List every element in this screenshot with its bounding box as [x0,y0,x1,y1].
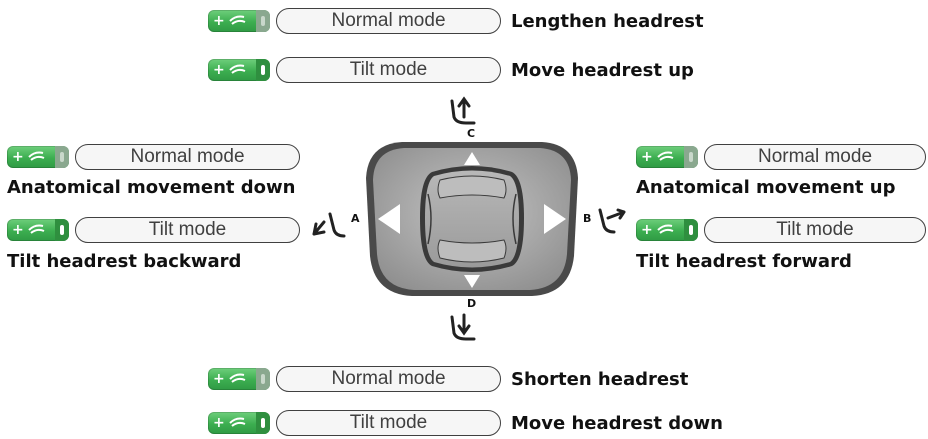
action-label: Lengthen headrest [511,10,704,32]
direction-letter-c: C [467,127,476,140]
action-label: Anatomical movement up [636,177,896,198]
seat-adjust-badge-icon: + [208,368,270,390]
seat-adjust-badge-icon: + [208,10,270,32]
top-tilt-mode-row: + Tilt mode Move headrest up [208,56,694,84]
mode-pill: Normal mode [75,144,300,170]
right-arrow-icon [544,204,566,234]
action-label: Anatomical movement down [7,177,296,198]
left-normal-mode-row: + Normal mode [7,143,300,171]
action-label: Tilt headrest backward [7,251,242,272]
mode-pill: Tilt mode [704,217,926,243]
right-normal-mode-row: + Normal mode [636,143,926,171]
mode-pill: Tilt mode [276,410,501,436]
headrest-backward-icon [312,212,346,238]
mode-pill: Normal mode [276,366,501,392]
action-label: Move headrest down [511,412,723,434]
bottom-normal-mode-row: + Normal mode Shorten headrest [208,365,688,393]
seat-adjust-badge-icon: + [636,219,698,241]
direction-letter-a: A [351,212,360,225]
headrest-up-icon [450,96,476,125]
headrest-down-icon [450,313,476,341]
direction-letter-b: B [583,212,592,225]
bottom-tilt-mode-row: + Tilt mode Move headrest down [208,409,723,437]
action-label: Tilt headrest forward [636,251,852,272]
mode-pill: Normal mode [276,8,501,34]
mode-pill: Tilt mode [75,217,300,243]
seat-adjust-badge-icon: + [7,146,69,168]
seat-adjust-badge-icon: + [7,219,69,241]
mode-pill: Tilt mode [276,57,501,83]
seat-adjust-badge-icon: + [636,146,698,168]
right-tilt-mode-row: + Tilt mode [636,216,926,244]
direction-letter-d: D [467,297,477,310]
headrest-forward-icon [598,208,626,234]
down-arrow-icon [464,275,480,288]
seat-adjust-badge-icon: + [208,412,270,434]
mode-pill: Normal mode [704,144,926,170]
up-arrow-icon [464,152,480,165]
left-tilt-mode-row: + Tilt mode [7,216,300,244]
action-label: Move headrest up [511,59,694,81]
seat-adjust-badge-icon: + [208,59,270,81]
top-normal-mode-row: + Normal mode Lengthen headrest [208,7,704,35]
action-label: Shorten headrest [511,368,689,390]
left-arrow-icon [378,204,400,234]
joystick-control [366,142,578,296]
